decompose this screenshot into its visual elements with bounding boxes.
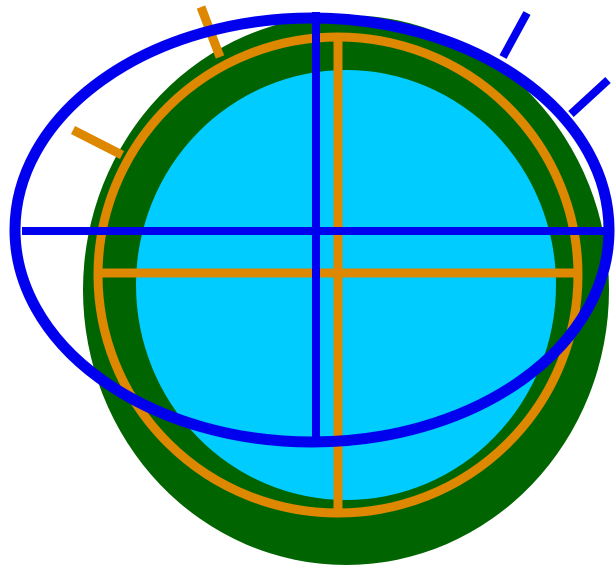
blue-ellipse-with-cross [15,12,609,442]
blue-tick-right [571,80,608,114]
orange-tick-left [73,130,122,155]
blue-tick-top-right [503,13,527,57]
